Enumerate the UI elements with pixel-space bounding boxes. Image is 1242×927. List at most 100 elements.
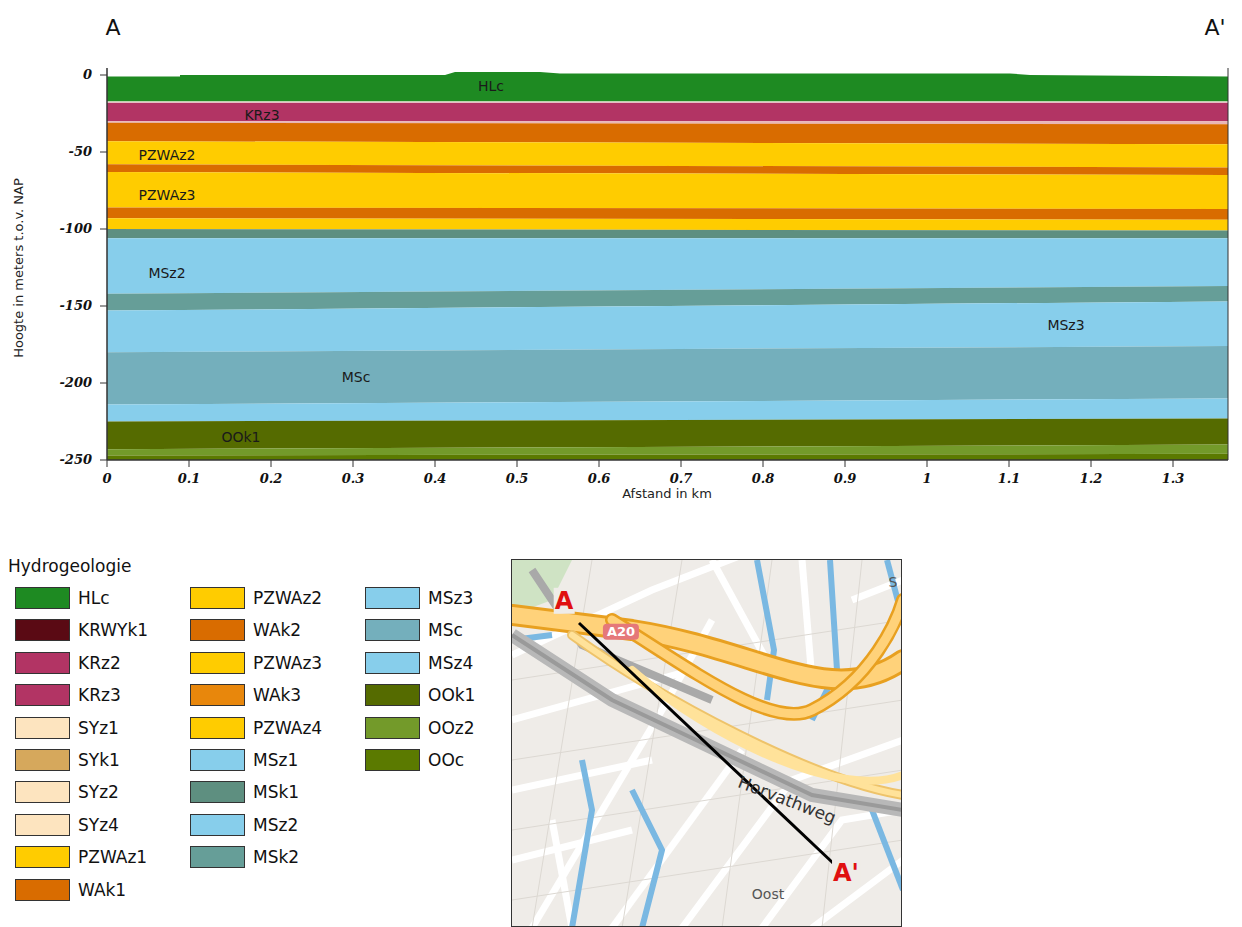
- legend-swatch: [190, 846, 245, 868]
- layer-label: MSz2: [148, 266, 185, 281]
- legend-text: MSz1: [253, 750, 298, 770]
- legend-swatch: [15, 717, 70, 739]
- legend-item: PZWAz4: [190, 717, 322, 739]
- layer-band: [107, 101, 1228, 103]
- y-tick-label: -100: [59, 222, 92, 236]
- legend-swatch: [15, 749, 70, 771]
- legend-text: MSc: [428, 620, 463, 640]
- legend-swatch: [15, 846, 70, 868]
- road-shield: A20: [603, 624, 639, 640]
- legend-swatch: [190, 814, 245, 836]
- legend-text: SYz2: [78, 782, 119, 802]
- tick: [100, 383, 107, 384]
- legend-text: WAk3: [253, 685, 301, 705]
- legend-swatch: [190, 619, 245, 641]
- layer-band: [107, 346, 1228, 405]
- y-tick-label: -50: [69, 145, 93, 159]
- legend-item: MSz3: [365, 587, 473, 609]
- tick: [1091, 460, 1092, 467]
- legend-text: PZWAz1: [78, 847, 147, 867]
- tick: [100, 75, 107, 76]
- tick: [517, 460, 518, 467]
- legend-swatch: [190, 684, 245, 706]
- y-tick-label: -250: [59, 453, 92, 467]
- legend-text: MSz4: [428, 653, 473, 673]
- legend-title: Hydrogeologie: [8, 557, 131, 576]
- tick: [107, 460, 108, 467]
- layer-band: [107, 445, 1228, 456]
- layer-band: [107, 218, 1228, 230]
- legend-swatch: [190, 717, 245, 739]
- legend-text: MSk1: [253, 782, 299, 802]
- legend-text: OOk1: [428, 685, 475, 705]
- legend-swatch: [190, 781, 245, 803]
- legend-item: PZWAz2: [190, 587, 322, 609]
- legend-item: WAk2: [190, 619, 301, 641]
- legend-text: MSk2: [253, 847, 299, 867]
- legend-text: WAk1: [78, 880, 126, 900]
- layer-band: [107, 229, 1228, 238]
- layer-band: [107, 454, 1228, 460]
- legend-item: SYz2: [15, 781, 119, 803]
- layer-band: [107, 72, 1228, 101]
- tick: [681, 460, 682, 467]
- legend-swatch: [15, 619, 70, 641]
- legend-text: OOc: [428, 750, 464, 770]
- legend-swatch: [365, 717, 420, 739]
- legend-item: OOz2: [365, 717, 475, 739]
- map-point-label: A': [832, 860, 860, 886]
- y-tick-label: -200: [59, 376, 92, 390]
- tick: [845, 460, 846, 467]
- legend-item: WAk1: [15, 879, 126, 901]
- legend-item: WAk3: [190, 684, 301, 706]
- layer-band: [107, 141, 1228, 167]
- x-tick-label: 1: [922, 472, 931, 486]
- y-tick-label: -150: [59, 299, 92, 313]
- point-label: A: [105, 16, 120, 40]
- layer-band: [107, 123, 1228, 145]
- legend-text: KRWYk1: [78, 620, 148, 640]
- legend-item: MSk1: [190, 781, 299, 803]
- x-tick-label: 0.3: [342, 472, 365, 486]
- tick: [100, 306, 107, 307]
- tick: [100, 152, 107, 153]
- legend-item: MSz2: [190, 814, 298, 836]
- legend-swatch: [15, 781, 70, 803]
- legend-text: HLc: [78, 588, 110, 608]
- tick: [353, 460, 354, 467]
- tick: [271, 460, 272, 467]
- x-tick-label: 0.9: [834, 472, 857, 486]
- legend-text: SYz4: [78, 815, 119, 835]
- legend-swatch: [15, 684, 70, 706]
- legend-text: PZWAz3: [253, 653, 322, 673]
- tick: [763, 460, 764, 467]
- y-axis-title: Hoogte in meters t.o.v. NAP: [12, 178, 26, 358]
- x-tick-label: 0.4: [424, 472, 447, 486]
- legend-item: SYz1: [15, 717, 119, 739]
- point-label: A': [1204, 16, 1225, 40]
- legend-swatch: [365, 684, 420, 706]
- map-point-label: A: [554, 588, 575, 614]
- tick: [100, 229, 107, 230]
- x-tick-label: 1.3: [1162, 472, 1185, 486]
- layer-label: OOk1: [221, 430, 260, 445]
- x-axis: [107, 459, 1228, 461]
- legend-item: MSc: [365, 619, 463, 641]
- legend-text: KRz2: [78, 653, 121, 673]
- legend-item: PZWAz1: [15, 846, 147, 868]
- tick: [1173, 460, 1174, 467]
- x-tick-label: 1.2: [1080, 472, 1103, 486]
- x-tick-label: 0.1: [178, 472, 201, 486]
- legend-text: MSz3: [428, 588, 473, 608]
- legend-item: OOc: [365, 749, 464, 771]
- legend-text: PZWAz2: [253, 588, 322, 608]
- plot-border: [1228, 68, 1229, 460]
- legend-swatch: [190, 749, 245, 771]
- x-axis-title: Afstand in km: [622, 487, 712, 501]
- legend-swatch: [190, 587, 245, 609]
- legend-swatch: [15, 587, 70, 609]
- legend-item: HLc: [15, 587, 110, 609]
- legend-swatch: [365, 652, 420, 674]
- legend-item: KRWYk1: [15, 619, 148, 641]
- legend-item: PZWAz3: [190, 652, 322, 674]
